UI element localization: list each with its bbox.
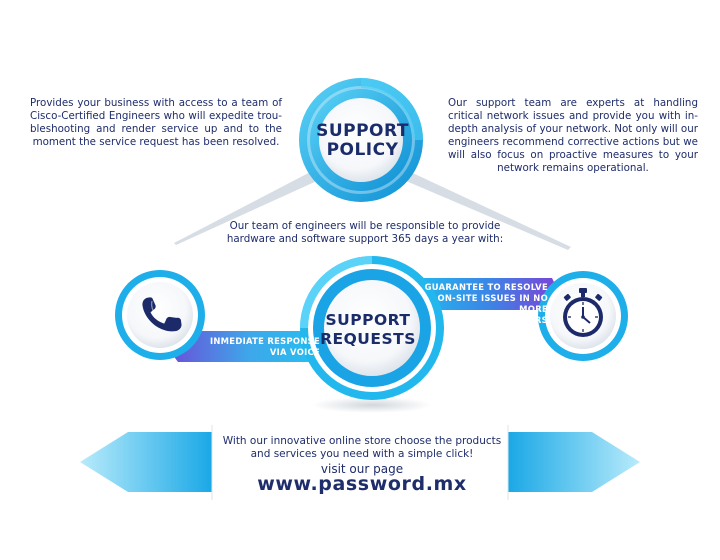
footer-line2: and services you need with a simple clic… bbox=[250, 448, 474, 460]
support-requests-title: SUPPORT REQUESTS bbox=[318, 311, 418, 349]
policy-title-line1: SUPPORT bbox=[316, 121, 409, 141]
footer-line1: With our innovative online store choose … bbox=[222, 435, 502, 447]
intro-text: Our team of engineers will be responsibl… bbox=[225, 220, 505, 246]
stopwatch-icon bbox=[563, 288, 603, 337]
ribbon-onsite bbox=[405, 278, 556, 310]
intro-line1: Our team of engineers will be responsibl… bbox=[229, 220, 501, 232]
visit-label: visit our page bbox=[320, 462, 404, 476]
voice-line2: VIA VOICE bbox=[269, 347, 320, 357]
policy-right-text: Our support team are experts at handling… bbox=[448, 97, 698, 174]
arrow-left bbox=[80, 432, 212, 492]
connector-right bbox=[392, 168, 571, 250]
website-link[interactable]: www.password.mx bbox=[257, 473, 467, 495]
onsite-line3: THAN 4 HOURS bbox=[473, 315, 548, 325]
voice-line1: INMEDIATE RESPONSE bbox=[209, 336, 320, 346]
onsite-line1: GUARANTEE TO RESOLVE bbox=[424, 282, 548, 292]
voice-response-label: INMEDIATE RESPONSE VIA VOICE bbox=[190, 336, 320, 358]
intro-line2: hardware and software support 365 days a… bbox=[226, 233, 504, 245]
footer-text: With our innovative online store choose … bbox=[218, 435, 506, 461]
ribbon-voice bbox=[168, 331, 330, 362]
policy-title-line2: POLICY bbox=[326, 140, 399, 160]
requests-title-line2: REQUESTS bbox=[320, 330, 416, 348]
arrow-right bbox=[508, 432, 640, 492]
policy-left-text: Provides your business with access to a … bbox=[30, 97, 282, 148]
requests-title-line1: SUPPORT bbox=[325, 311, 411, 329]
connector-left bbox=[174, 168, 330, 245]
support-policy-title: SUPPORT POLICY bbox=[315, 122, 410, 160]
phone-icon bbox=[142, 297, 182, 332]
onsite-guarantee-label: GUARANTEE TO RESOLVE ON-SITE ISSUES IN N… bbox=[413, 282, 548, 326]
onsite-line2: ON-SITE ISSUES IN NO MORE bbox=[437, 293, 548, 314]
